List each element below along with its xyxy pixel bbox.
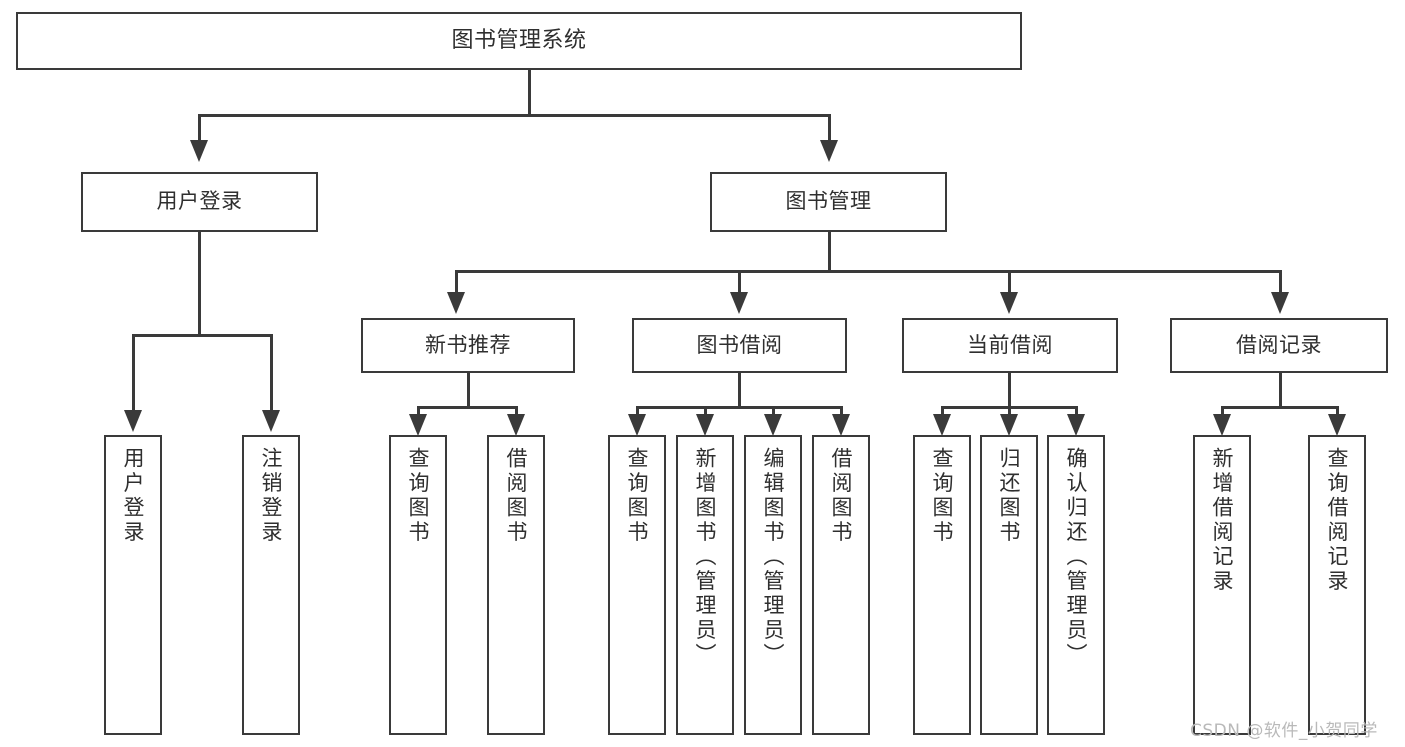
node-label: 当前借阅 bbox=[967, 332, 1053, 357]
edge-root-bar bbox=[198, 114, 831, 117]
node-label: 编辑图书（管理员） bbox=[761, 447, 786, 668]
leaf-node-query-book-new[interactable]: 查询图书 bbox=[389, 435, 447, 735]
leaf-node-query-borrow-record[interactable]: 查询借阅记录 bbox=[1308, 435, 1366, 735]
edge-current-borrow-to-leaf-3 bbox=[1075, 406, 1078, 420]
csdn-watermark: CSDN @软件_小贺同学 bbox=[1190, 721, 1378, 741]
node-book-borrow[interactable]: 图书借阅 bbox=[632, 318, 847, 373]
arrow-current-borrow-to-leaf-2 bbox=[1000, 414, 1018, 436]
node-label: 图书管理系统 bbox=[451, 27, 587, 53]
arrow-book-mgmt-to-current-borrow bbox=[1000, 292, 1018, 314]
edge-new-book-bar bbox=[417, 406, 518, 409]
arrow-book-borrow-to-leaf-1 bbox=[628, 414, 646, 436]
node-user-login[interactable]: 用户登录 bbox=[81, 172, 318, 232]
edge-user-login-bar bbox=[132, 334, 273, 337]
node-new-book-recommend[interactable]: 新书推荐 bbox=[361, 318, 575, 373]
node-root-library-system[interactable]: 图书管理系统 bbox=[16, 12, 1022, 70]
edge-current-borrow-to-leaf-2 bbox=[1008, 406, 1011, 420]
node-label: 用户登录 bbox=[156, 189, 243, 214]
edge-book-mgmt-to-new-book bbox=[455, 270, 458, 294]
leaf-node-user-login[interactable]: 用户登录 bbox=[104, 435, 162, 735]
edge-book-borrow-to-leaf-2 bbox=[704, 406, 707, 420]
arrow-book-borrow-to-leaf-2 bbox=[696, 414, 714, 436]
node-label: 查询图书 bbox=[625, 447, 650, 545]
edge-user-login-to-leaf-2 bbox=[270, 334, 273, 412]
leaf-node-confirm-return-admin[interactable]: 确认归还（管理员） bbox=[1047, 435, 1105, 735]
arrow-root-to-book-mgmt bbox=[820, 140, 838, 162]
edge-book-borrow-stem bbox=[738, 373, 741, 409]
node-label: 查询图书 bbox=[406, 447, 431, 545]
node-label: 借阅图书 bbox=[504, 447, 529, 545]
edge-new-book-to-leaf-2 bbox=[515, 406, 518, 420]
edge-user-login-to-leaf-1 bbox=[132, 334, 135, 412]
node-label: 新增图书（管理员） bbox=[693, 447, 718, 668]
node-label: 新增借阅记录 bbox=[1210, 447, 1235, 594]
arrow-book-mgmt-to-borrow-record bbox=[1271, 292, 1289, 314]
edge-borrow-record-to-leaf-2 bbox=[1336, 406, 1339, 420]
edge-current-borrow-to-leaf-1 bbox=[941, 406, 944, 420]
edge-book-borrow-to-leaf-1 bbox=[636, 406, 639, 420]
edge-book-mgmt-bar bbox=[455, 270, 1282, 273]
edge-new-book-to-leaf-1 bbox=[417, 406, 420, 420]
node-label: 图书管理 bbox=[785, 189, 872, 214]
edge-book-mgmt-to-book-borrow bbox=[738, 270, 741, 294]
node-label: 查询图书 bbox=[930, 447, 955, 545]
edge-borrow-record-bar bbox=[1221, 406, 1339, 409]
arrow-borrow-record-to-leaf-1 bbox=[1213, 414, 1231, 436]
leaf-node-add-book-admin[interactable]: 新增图书（管理员） bbox=[676, 435, 734, 735]
leaf-node-borrow-book[interactable]: 借阅图书 bbox=[812, 435, 870, 735]
edge-borrow-record-to-leaf-1 bbox=[1221, 406, 1224, 420]
edge-book-mgmt-to-borrow-record bbox=[1279, 270, 1282, 294]
node-label: 借阅图书 bbox=[829, 447, 854, 545]
edge-new-book-stem bbox=[467, 373, 470, 409]
edge-book-borrow-to-leaf-4 bbox=[840, 406, 843, 420]
leaf-node-return-book[interactable]: 归还图书 bbox=[980, 435, 1038, 735]
edge-book-borrow-bar bbox=[636, 406, 843, 409]
leaf-node-borrow-book-new[interactable]: 借阅图书 bbox=[487, 435, 545, 735]
arrow-book-borrow-to-leaf-3 bbox=[764, 414, 782, 436]
node-label: 注销登录 bbox=[259, 447, 284, 545]
node-label: 用户登录 bbox=[121, 447, 146, 545]
leaf-node-edit-book-admin[interactable]: 编辑图书（管理员） bbox=[744, 435, 802, 735]
edge-book-borrow-to-leaf-3 bbox=[772, 406, 775, 420]
arrow-new-book-to-leaf-1 bbox=[409, 414, 427, 436]
arrow-user-login-to-leaf-2 bbox=[262, 410, 280, 432]
node-label: 新书推荐 bbox=[425, 332, 511, 357]
arrow-root-to-user-login bbox=[190, 140, 208, 162]
node-label: 确认归还（管理员） bbox=[1064, 447, 1089, 668]
arrow-book-borrow-to-leaf-4 bbox=[832, 414, 850, 436]
arrow-current-borrow-to-leaf-1 bbox=[933, 414, 951, 436]
edge-root-stem bbox=[528, 70, 531, 116]
node-label: 借阅记录 bbox=[1236, 332, 1322, 357]
arrow-new-book-to-leaf-2 bbox=[507, 414, 525, 436]
edge-book-mgmt-to-current-borrow bbox=[1008, 270, 1011, 294]
arrow-book-mgmt-to-new-book bbox=[447, 292, 465, 314]
edge-book-mgmt-stem bbox=[828, 232, 831, 272]
edge-current-borrow-stem bbox=[1008, 373, 1011, 409]
leaf-node-query-book[interactable]: 查询图书 bbox=[608, 435, 666, 735]
node-label: 图书借阅 bbox=[696, 332, 783, 357]
node-current-borrow[interactable]: 当前借阅 bbox=[902, 318, 1118, 373]
leaf-node-add-borrow-record[interactable]: 新增借阅记录 bbox=[1193, 435, 1251, 735]
edge-user-login-stem bbox=[198, 232, 201, 336]
arrow-user-login-to-leaf-1 bbox=[124, 410, 142, 432]
edge-root-to-user-login bbox=[198, 114, 201, 142]
node-borrow-record[interactable]: 借阅记录 bbox=[1170, 318, 1388, 373]
arrow-book-mgmt-to-book-borrow bbox=[730, 292, 748, 314]
node-book-management[interactable]: 图书管理 bbox=[710, 172, 947, 232]
arrow-borrow-record-to-leaf-2 bbox=[1328, 414, 1346, 436]
edge-borrow-record-stem bbox=[1279, 373, 1282, 409]
arrow-current-borrow-to-leaf-3 bbox=[1067, 414, 1085, 436]
edge-root-to-book-mgmt bbox=[828, 114, 831, 142]
node-label: 归还图书 bbox=[997, 447, 1022, 545]
node-label: 查询借阅记录 bbox=[1325, 447, 1350, 594]
leaf-node-query-book-current[interactable]: 查询图书 bbox=[913, 435, 971, 735]
leaf-node-logout[interactable]: 注销登录 bbox=[242, 435, 300, 735]
